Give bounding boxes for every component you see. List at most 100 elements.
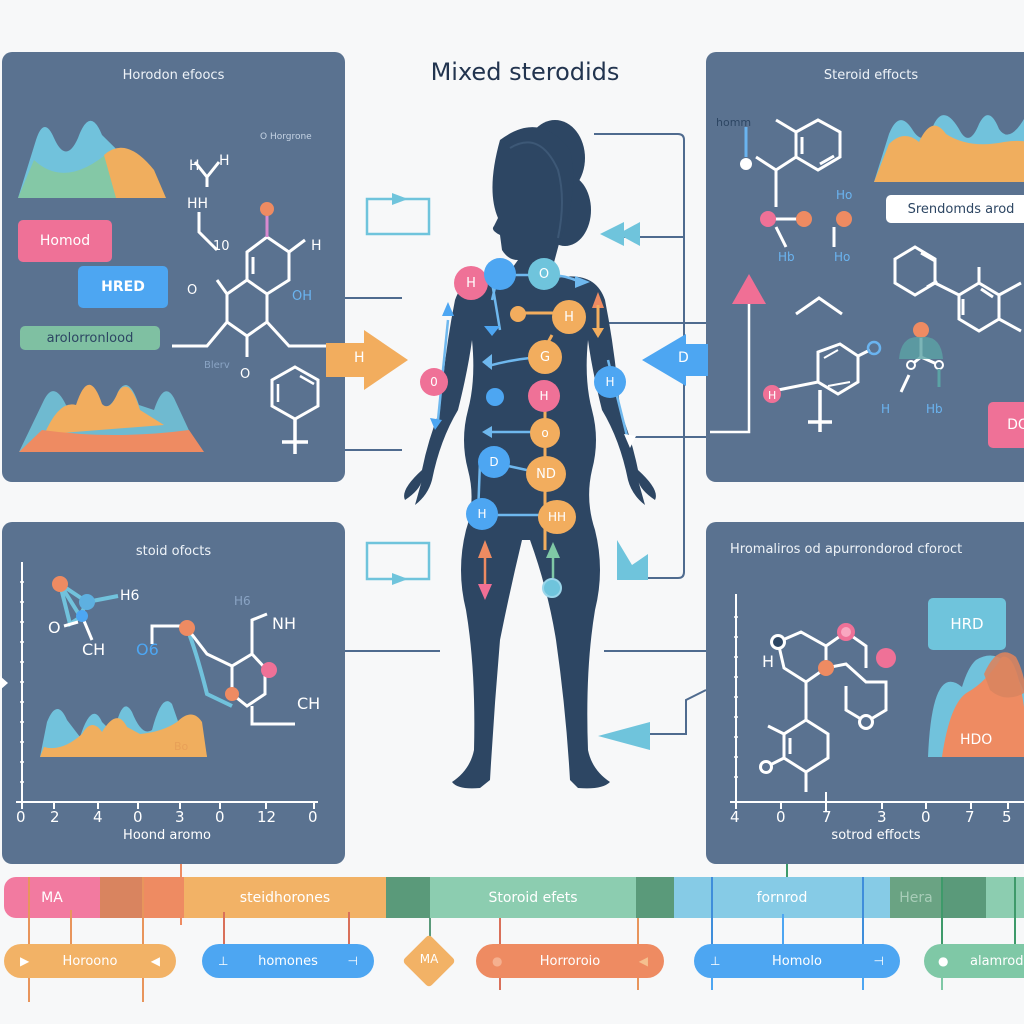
body-node[interactable]: H: [528, 380, 560, 412]
body-node[interactable]: H: [552, 300, 586, 334]
body-node[interactable]: H: [454, 266, 488, 300]
atom-label: CH: [82, 640, 106, 659]
timeline-segment[interactable]: [942, 877, 986, 918]
x-tick-label: 0: [776, 808, 786, 826]
connector: [862, 978, 864, 990]
x-tick-label: 0: [215, 808, 225, 826]
back-icon: ◀: [638, 954, 648, 968]
chip-hred[interactable]: HRED: [78, 266, 168, 308]
atom-label: O: [48, 618, 61, 637]
pin-icon: ⊥: [218, 954, 229, 968]
chip-label-green[interactable]: arolorronlood: [20, 326, 160, 350]
timeline-pill-horroroio[interactable]: ● Horroroio ◀: [476, 944, 664, 978]
connector: [70, 910, 72, 944]
atom-label: H: [762, 652, 775, 671]
timeline-pill-homolo[interactable]: ⊥ Homolo ⊣: [694, 944, 900, 978]
atom-label: HH: [187, 196, 208, 212]
connector: [637, 918, 639, 944]
timeline-segment[interactable]: fornrod: [674, 877, 890, 918]
timeline-segment[interactable]: Storoid efets: [430, 877, 636, 918]
x-tick-label: 0: [133, 808, 143, 826]
x-tick-label: 3: [877, 808, 887, 826]
body-node[interactable]: [542, 578, 562, 598]
area-label: HDO: [960, 732, 993, 748]
body-node[interactable]: o: [530, 418, 560, 448]
connector: [348, 912, 350, 944]
faint-label: Blerv: [204, 360, 230, 371]
x-tick-marks: [21, 802, 315, 809]
timeline-segment[interactable]: [986, 877, 1024, 918]
chip-hormod[interactable]: Homod: [18, 220, 112, 262]
connector: [499, 978, 501, 990]
body-node[interactable]: [486, 388, 504, 406]
connector: [941, 877, 943, 944]
timeline-segment[interactable]: [100, 877, 144, 918]
molecule-structure: H H HH 10 H OH O O: [172, 153, 327, 382]
body-node[interactable]: G: [528, 340, 562, 374]
body-node[interactable]: 0: [420, 368, 448, 396]
atom-label: homm: [716, 116, 752, 129]
connector: [711, 877, 713, 944]
arrow-label: D: [678, 350, 689, 366]
atom-label: OH: [292, 289, 312, 304]
chip-hrd[interactable]: HRD: [928, 598, 1006, 650]
x-tick-label: 7: [822, 808, 832, 826]
connector: [637, 978, 639, 990]
connector: [429, 918, 431, 944]
timeline-diamond[interactable]: MA: [402, 934, 456, 988]
orange-arrow-right-icon: H: [326, 330, 408, 390]
molecule-ring: [150, 612, 295, 726]
body-node[interactable]: ND: [526, 456, 566, 492]
x-tick-label: 5: [1002, 808, 1012, 826]
timeline-pill-homones[interactable]: ⊥ homones ⊣: [202, 944, 374, 978]
atom-label: Hb: [926, 402, 943, 416]
pin-icon: ⊥: [710, 954, 721, 968]
atom-label: Ho: [834, 250, 851, 264]
panel-hormone-effects: Horodon efoocs Homod HRED arolorronlood …: [2, 52, 345, 482]
svg-text:H: H: [768, 389, 776, 402]
drop-icon: ●: [938, 954, 949, 968]
blue-arrow-left-icon: D: [642, 334, 708, 386]
body-node[interactable]: [510, 306, 526, 322]
timeline-pill-alamrod[interactable]: ● alamrod: [924, 944, 1024, 978]
caret-shape: [795, 296, 843, 316]
atom-label: H6: [120, 588, 140, 604]
atom-label: 10: [213, 239, 230, 254]
body-node-connectors: [430, 272, 636, 600]
body-node[interactable]: H: [466, 498, 498, 530]
chip-do[interactable]: DO: [988, 402, 1024, 448]
atom-label: Ho: [836, 188, 853, 202]
timeline-segment[interactable]: [636, 877, 674, 918]
timeline-pill-horoono[interactable]: ▶ Horoono ◀: [4, 944, 176, 978]
female-ring-icon: H: [763, 340, 882, 432]
molecule-structure: [759, 623, 896, 792]
back-icon: ◀: [150, 954, 160, 968]
timeline-segment[interactable]: [144, 877, 184, 918]
x-tick-label: 0: [921, 808, 931, 826]
human-silhouette: [404, 120, 656, 789]
molecule-fused-rings: [893, 245, 1022, 393]
molecule-structure: [740, 118, 852, 248]
body-node[interactable]: [484, 258, 516, 290]
timeline-segment[interactable]: steidhorones: [184, 877, 386, 918]
atom-label: O: [240, 367, 250, 382]
timeline-segment[interactable]: [386, 877, 430, 918]
body-node[interactable]: D: [478, 446, 510, 478]
panel-title: stoid ofocts: [135, 544, 212, 559]
body-node[interactable]: O: [528, 258, 560, 290]
atom-label: H: [311, 238, 322, 254]
timeline-segment[interactable]: MA: [4, 877, 100, 918]
atom-label: O6: [136, 640, 159, 659]
timeline-segment[interactable]: Hera: [890, 877, 942, 918]
x-tick-label: 3: [175, 808, 185, 826]
x-tick-label: 4: [730, 808, 740, 826]
body-node[interactable]: HH: [538, 500, 576, 534]
connector: [499, 918, 501, 944]
chip-srendomds[interactable]: Srendomds arod: [886, 195, 1024, 223]
connector: [941, 978, 943, 990]
atom-label: CH: [297, 694, 321, 713]
connector: [223, 912, 225, 944]
body-node[interactable]: H: [594, 366, 626, 398]
chart-axes: [730, 594, 1024, 812]
panel-title: Hromaliros od apurrondorod cforoct: [730, 542, 963, 557]
